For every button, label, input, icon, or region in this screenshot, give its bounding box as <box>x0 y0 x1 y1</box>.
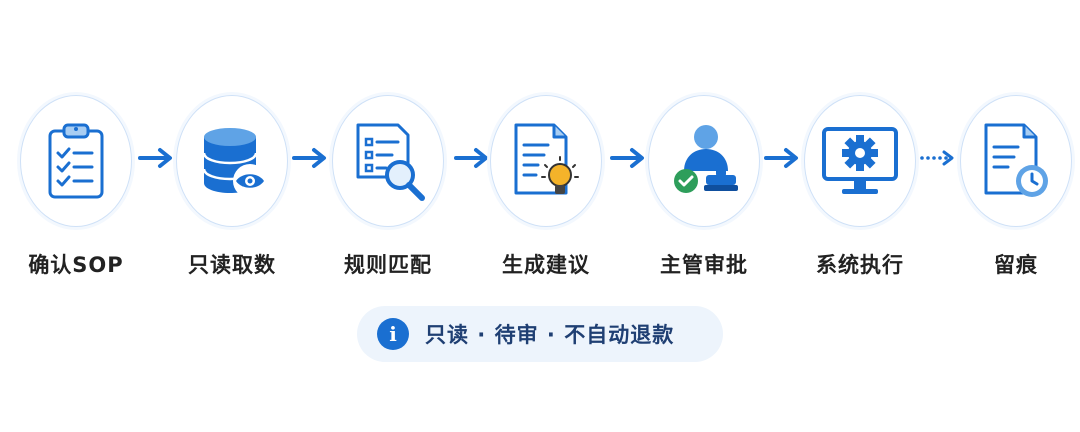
step-circle <box>176 95 288 227</box>
step-keep-trace: 留痕 <box>960 95 1072 279</box>
step-read-only-fetch: 只读取数 <box>176 95 288 279</box>
step-circle <box>960 95 1072 227</box>
step-circle <box>490 95 602 227</box>
clipboard-checklist-icon <box>48 123 104 199</box>
step-generate-suggestion: 生成建议 <box>490 95 602 279</box>
step-label: 生成建议 <box>502 253 590 277</box>
step-circle <box>20 95 132 227</box>
step-rule-match: 规则匹配 <box>332 95 444 279</box>
step-circle <box>804 95 916 227</box>
database-eye-icon <box>202 128 267 198</box>
monitor-gear-icon <box>822 127 898 194</box>
person-stamp-icon <box>674 125 738 193</box>
step-supervisor-approval: 主管审批 <box>648 95 760 279</box>
step-confirm-sop: 确认SOP <box>20 95 132 279</box>
step-label: 只读取数 <box>188 253 276 277</box>
step-circle <box>648 95 760 227</box>
document-lightbulb-icon <box>514 123 579 195</box>
constraint-note: i 只读 · 待审 · 不自动退款 <box>357 306 723 362</box>
list-magnifier-icon <box>356 123 425 201</box>
process-flow: 确认SOP 只读取数 <box>20 95 1072 279</box>
arrow-right-icon <box>292 148 326 168</box>
document-clock-icon <box>984 123 1048 197</box>
arrow-right-icon <box>764 148 798 168</box>
constraint-note-text: 只读 · 待审 · 不自动退款 <box>425 323 675 347</box>
info-icon: i <box>377 318 409 350</box>
arrow-right-icon <box>454 148 488 168</box>
step-label: 系统执行 <box>816 253 904 277</box>
step-label: 主管审批 <box>660 253 748 277</box>
step-system-execute: 系统执行 <box>804 95 916 279</box>
step-label: 规则匹配 <box>344 253 432 277</box>
step-label: 确认SOP <box>28 253 124 277</box>
arrow-right-icon <box>138 148 172 168</box>
step-circle <box>332 95 444 227</box>
dotted-arrow-icon <box>920 150 954 166</box>
step-label: 留痕 <box>994 253 1038 277</box>
arrow-right-icon <box>610 148 644 168</box>
